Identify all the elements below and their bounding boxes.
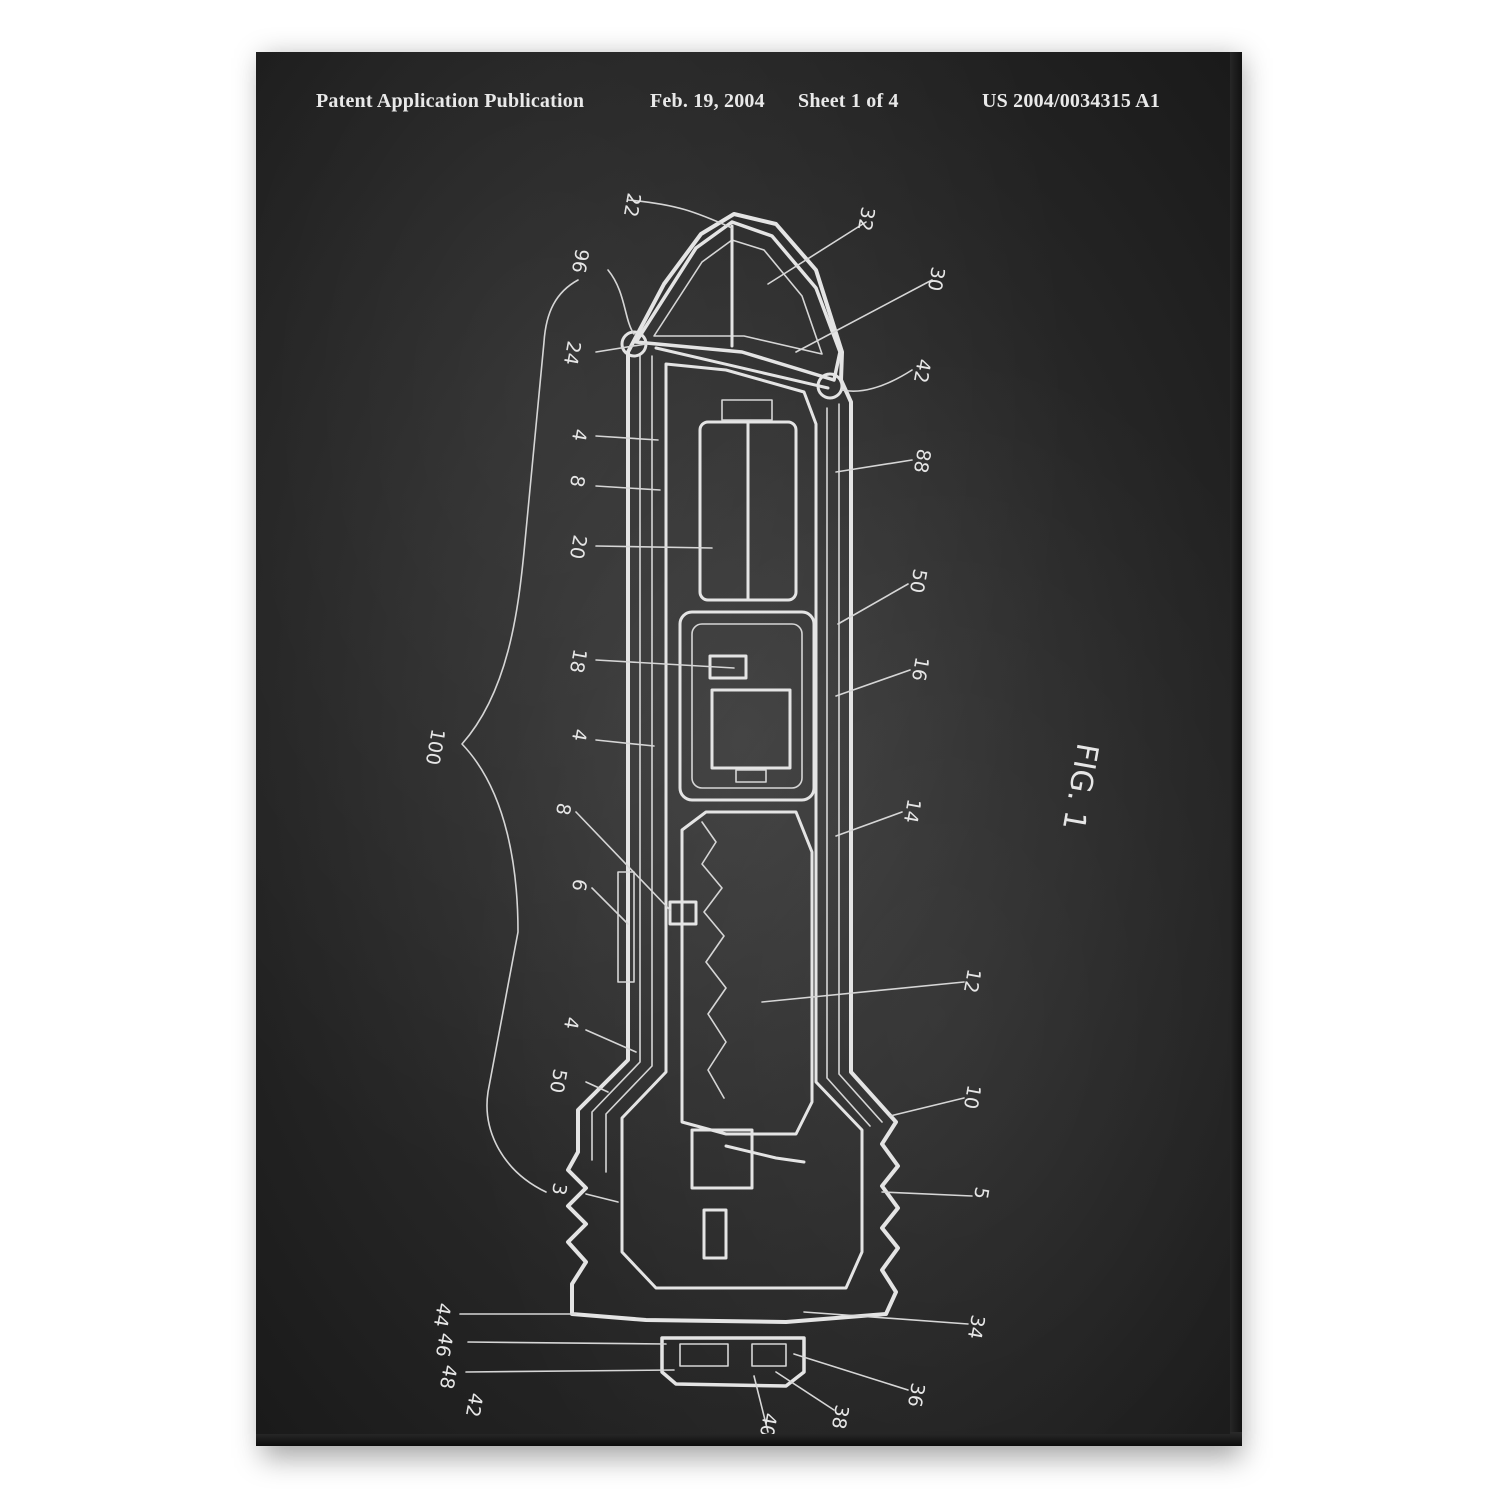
- inner-housing: [620, 362, 864, 1290]
- ref-8-top: 8: [565, 473, 589, 489]
- lower-chamber: [680, 810, 814, 1136]
- figure-label: FIG. 1: [1055, 741, 1105, 833]
- battery-contact: [721, 399, 773, 421]
- ref-12: 12: [959, 967, 985, 995]
- hinge-pin-right: [816, 372, 844, 400]
- side-latch: [668, 900, 698, 926]
- ref-100: 100: [421, 727, 449, 767]
- leader-lines: [459, 199, 973, 1433]
- ref-34: 34: [963, 1313, 989, 1341]
- ref-50-top: 50: [905, 567, 931, 595]
- chalkboard-print: Patent Application Publication Feb. 19, …: [256, 52, 1230, 1434]
- canvas-side-edge: [1228, 52, 1242, 1446]
- patent-header: Patent Application Publication Feb. 19, …: [256, 90, 1230, 120]
- switch-block: [690, 1128, 754, 1190]
- plunger: [702, 1208, 728, 1260]
- switch-wire: [724, 1144, 806, 1164]
- ref-14: 14: [899, 797, 925, 825]
- reference-numerals: 22 96 32 30 24 42 4 8 20 88 50 18 16 100…: [421, 191, 993, 1434]
- base-port: [751, 1343, 787, 1367]
- ref-4-top: 4: [567, 427, 591, 443]
- motor-housing-inner: [691, 623, 803, 789]
- patent-drawing: 22 96 32 30 24 42 4 8 20 88 50 18 16 100…: [421, 191, 1105, 1434]
- motor-body: [710, 688, 792, 770]
- shell-layer-1: [591, 353, 883, 1161]
- ref-22: 22: [619, 191, 645, 219]
- outer-shell: [566, 212, 900, 1324]
- ref-96: 96: [567, 247, 593, 275]
- header-sheet: Sheet 1 of 4: [798, 90, 899, 112]
- ref-18: 18: [565, 647, 591, 675]
- ref-36: 36: [903, 1381, 929, 1409]
- ref-42-base: 42: [461, 1391, 487, 1419]
- ref-3: 3: [547, 1181, 571, 1197]
- ref-20: 20: [565, 533, 591, 561]
- ref-50-low: 50: [545, 1067, 571, 1095]
- canvas-bottom-edge: [256, 1432, 1242, 1446]
- header-publication: Patent Application Publication: [316, 90, 585, 112]
- ref-88: 88: [909, 447, 935, 475]
- ref-5: 5: [969, 1185, 993, 1201]
- motor-shaft: [735, 769, 767, 783]
- ref-10: 10: [959, 1083, 985, 1111]
- base-cap: [660, 1336, 806, 1388]
- ref-46: 46: [431, 1331, 457, 1359]
- motor-housing: [678, 610, 816, 802]
- ref-24: 24: [559, 339, 585, 367]
- lower-chamber-wave: [701, 821, 727, 1099]
- shell-layer-2: [605, 355, 871, 1173]
- tip-cap-inner: [653, 239, 823, 355]
- ref-30: 30: [923, 265, 949, 293]
- base-button: [679, 1343, 729, 1367]
- ref-40: 40: [755, 1411, 781, 1434]
- ref-16: 16: [907, 655, 933, 683]
- side-grip: [617, 871, 635, 983]
- ref-4-mid: 4: [567, 727, 591, 743]
- ref-48: 48: [435, 1363, 461, 1391]
- tip-hinge-line: [654, 346, 830, 390]
- ref-32: 32: [853, 205, 879, 233]
- ref-6: 6: [567, 877, 591, 893]
- tip-cap: [634, 220, 842, 382]
- ref-42: 42: [909, 357, 935, 385]
- ref-4-low: 4: [559, 1015, 583, 1031]
- ref-8-mid: 8: [551, 801, 575, 817]
- header-date: Feb. 19, 2004: [650, 90, 765, 112]
- ref-44: 44: [429, 1301, 455, 1329]
- header-patent-number: US 2004/0034315 A1: [982, 90, 1161, 112]
- ref-38: 38: [827, 1403, 853, 1431]
- bracket-100: [461, 279, 579, 1193]
